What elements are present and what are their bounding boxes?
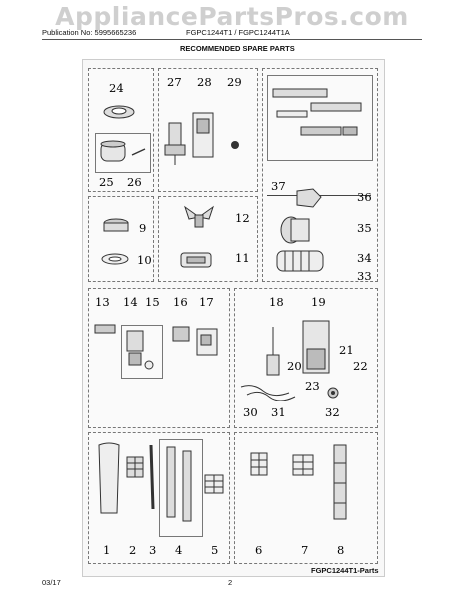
group-box-33-37: 37 36 35 34 33	[262, 68, 378, 282]
callout-17: 17	[199, 295, 214, 309]
callout-6: 6	[255, 543, 263, 557]
part-11-motor	[180, 252, 212, 268]
group-box-13-17: 13 14 15 16 17	[88, 288, 230, 428]
callout-13: 13	[95, 295, 110, 309]
diagram-label: FGPC1244T1-Parts	[311, 566, 379, 575]
callout-4: 4	[175, 543, 183, 557]
part-7-filter	[292, 454, 314, 476]
callout-33: 33	[357, 269, 372, 283]
callout-3: 3	[149, 543, 157, 557]
part-17-board	[196, 328, 218, 356]
callout-22: 22	[353, 359, 368, 373]
part-4-frame	[159, 439, 203, 537]
callout-21: 21	[339, 343, 354, 357]
part-9-bearing	[103, 218, 129, 232]
part-14-15-frame	[121, 325, 163, 379]
part-12-fan-blade	[184, 205, 214, 228]
callout-28: 28	[197, 75, 212, 89]
page-number: 2	[228, 578, 233, 587]
group-box-24-26: 24 25 26	[88, 68, 154, 192]
callout-34: 34	[357, 251, 372, 265]
section-title: RECOMMENDED SPARE PARTS	[180, 44, 295, 53]
callout-26: 26	[127, 175, 142, 189]
callout-31: 31	[271, 405, 286, 419]
parts-diagram: 24 25 26 27 28 29	[82, 59, 385, 577]
callout-35: 35	[357, 221, 372, 235]
part-14-capacitor	[126, 330, 154, 370]
callout-23: 23	[305, 379, 320, 393]
part-24-ring	[103, 105, 135, 119]
header-rule	[42, 39, 422, 40]
callout-37: 37	[271, 179, 286, 193]
part-1-cabinet-panel	[98, 442, 120, 514]
callout-5: 5	[211, 543, 219, 557]
callout-16: 16	[173, 295, 188, 309]
part-26-screw	[131, 148, 146, 156]
part-18-tube	[266, 327, 280, 376]
callout-1: 1	[103, 543, 111, 557]
part-3-seal-strip	[149, 444, 155, 510]
group-box-9-10: 9 10	[88, 196, 154, 282]
callout-8: 8	[337, 543, 345, 557]
part-25-motor	[100, 140, 126, 162]
group-box-11-12: 12 11	[158, 196, 258, 282]
part-8-louver	[333, 444, 347, 520]
group-box-1-5: 1 2 3 4 5	[88, 432, 230, 564]
part-4-louver	[166, 446, 192, 522]
callout-14: 14	[123, 295, 138, 309]
part-37-window-kit	[272, 88, 362, 136]
part-36-adapter	[296, 188, 322, 208]
part-5-filter	[204, 474, 224, 494]
footer-date: 03/17	[42, 578, 61, 587]
part-34-hose	[276, 250, 324, 272]
part-13-switch	[94, 324, 116, 334]
part-32-grommet	[327, 387, 339, 399]
callout-24: 24	[109, 81, 124, 95]
part-28-control-board	[192, 112, 214, 158]
part-25-26-frame	[95, 133, 151, 173]
callout-10: 10	[137, 253, 152, 267]
callout-2: 2	[129, 543, 137, 557]
callout-32: 32	[325, 405, 340, 419]
group-box-6-8: 6 7 8	[234, 432, 378, 564]
part-37-frame	[267, 75, 373, 161]
part-35-adapter	[280, 216, 310, 244]
part-6-filter	[250, 452, 268, 476]
callout-15: 15	[145, 295, 160, 309]
callout-18: 18	[269, 295, 284, 309]
callout-25: 25	[99, 175, 114, 189]
group-box-18-32: 18 19 21 20 22 23 30 31 32	[234, 288, 378, 428]
callout-27: 27	[167, 75, 182, 89]
callout-36: 36	[357, 190, 372, 204]
callout-11: 11	[235, 251, 250, 265]
callout-30: 30	[243, 405, 258, 419]
part-27-pump	[164, 122, 186, 165]
part-19-housing	[302, 320, 330, 374]
model-numbers: FGPC1244T1 / FGPC1244T1A	[186, 28, 290, 37]
part-29-knob	[231, 141, 239, 149]
group-box-27-29: 27 28 29	[158, 68, 258, 192]
callout-29: 29	[227, 75, 242, 89]
part-2-filter	[126, 456, 144, 478]
watermark: AppliancePartsPros.com	[55, 2, 409, 31]
publication-number: Publication No: 5995665236	[42, 28, 137, 37]
part-16-relay	[172, 326, 190, 342]
callout-7: 7	[301, 543, 309, 557]
callout-12: 12	[235, 211, 250, 225]
callout-20: 20	[287, 359, 302, 373]
callout-19: 19	[311, 295, 326, 309]
part-30-31-wires	[240, 385, 296, 401]
part-10-seal	[101, 253, 129, 265]
callout-9: 9	[139, 221, 147, 235]
